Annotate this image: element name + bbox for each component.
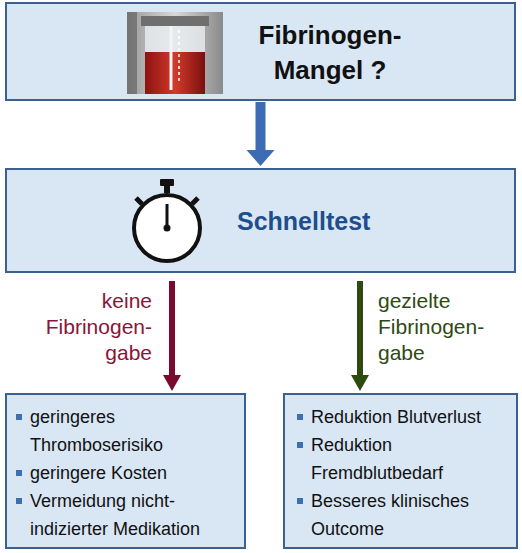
list-text: geringere Kosten [30,459,167,487]
stopwatch-crown [160,179,174,186]
bullet-square [297,498,303,504]
edge-label: keine Fibrinogen- gabe [20,288,152,366]
test-box: Schnelltest [5,168,516,273]
bullet-square [297,414,303,420]
list-item: Reduktion Blutverlust [297,403,510,431]
arrow-head [247,150,275,166]
edge-label: gezielte Fibrinogen- gabe [378,288,518,366]
stopwatch-hand [166,204,169,228]
vessel-rod [170,26,173,90]
list-item: geringeres Thromboserisiko [16,403,236,459]
stopwatch-symbol [122,176,212,266]
arrow-shaft [256,102,266,151]
list-text: Besseres klinisches Outcome [311,487,510,543]
arrow-head [351,375,369,391]
vessel-lid [141,16,209,26]
stopwatch-face [134,195,200,261]
vessel-body [145,26,205,94]
list-text: Reduktion Fremdblutbedarf [311,431,510,487]
scale-marks [178,30,180,82]
blood-sample-photo [127,12,223,94]
arrow-head [163,375,181,391]
stopwatch-stem [164,185,170,193]
photo-shadow [127,12,137,94]
outcome-box: Reduktion BlutverlustReduktion Fremdblut… [283,393,518,549]
bullet-square [16,498,22,504]
blood-liquid [145,52,205,94]
list-item: Vermeidung nicht- indizierter Medikation [16,487,236,543]
list-item: geringere Kosten [16,459,236,487]
outcome-box: geringeres Thromboserisikogeringere Kost… [5,393,246,549]
box-heading: Schnelltest [237,206,370,236]
bullet-square [16,414,22,420]
list-text: Vermeidung nicht- indizierter Medikation [30,487,236,543]
arrow-shaft [169,281,175,376]
question-box: Fibrinogen- Mangel ? [5,2,516,101]
box-title: Fibrinogen- Mangel ? [235,18,425,88]
list-item: Reduktion Fremdblutbedarf [297,431,510,487]
arrow-connector [247,102,275,166]
arrow-shaft [357,281,363,376]
arrow-connector [351,281,369,391]
list-text: geringeres Thromboserisiko [30,403,236,459]
stopwatch-center [164,225,171,232]
list-text: Reduktion Blutverlust [311,403,481,431]
bullet-square [16,470,22,476]
photo-background [127,12,223,94]
arrow-connector [163,281,181,391]
bullet-square [297,442,303,448]
list-item: Besseres klinisches Outcome [297,487,510,543]
